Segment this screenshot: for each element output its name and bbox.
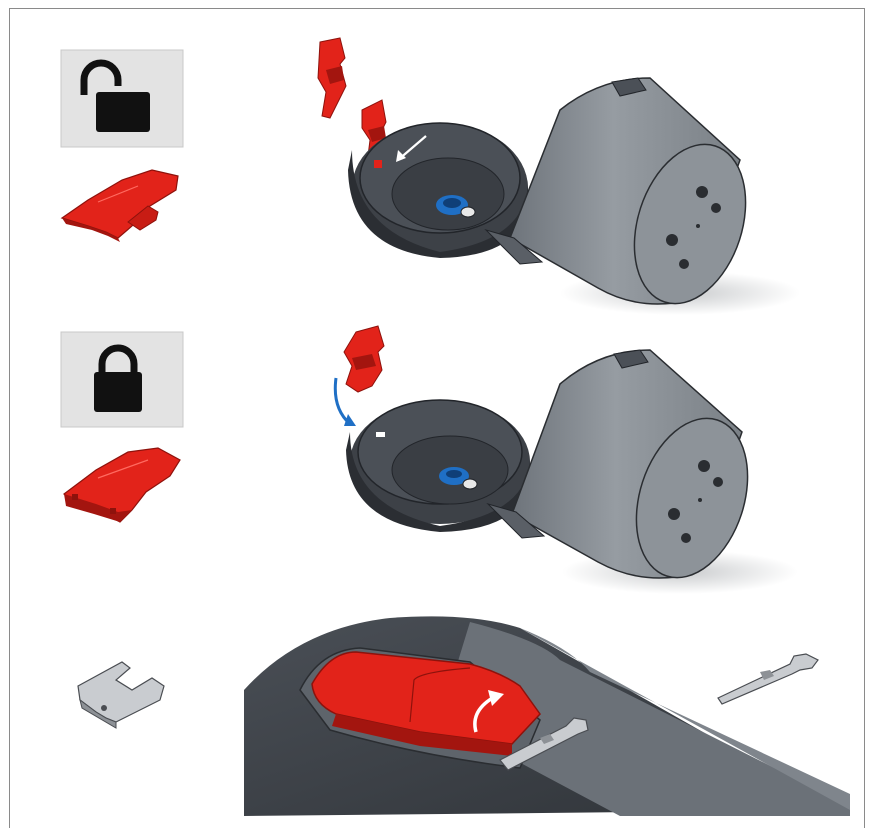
unlocked-padlock-panel (61, 50, 183, 147)
metal-bracket-icon (78, 662, 164, 728)
locked-padlock-panel (61, 332, 183, 427)
housing-closeup (244, 616, 850, 816)
step-3-detail (78, 616, 850, 816)
red-latch-clip (62, 170, 178, 242)
red-clip-rotating (344, 326, 384, 392)
step-1-unlocked (61, 38, 800, 318)
red-clip-loose (318, 38, 346, 118)
step-2-locked (61, 326, 798, 594)
metal-key-tool (718, 654, 818, 704)
red-latch-clip-with-tabs (64, 448, 180, 522)
